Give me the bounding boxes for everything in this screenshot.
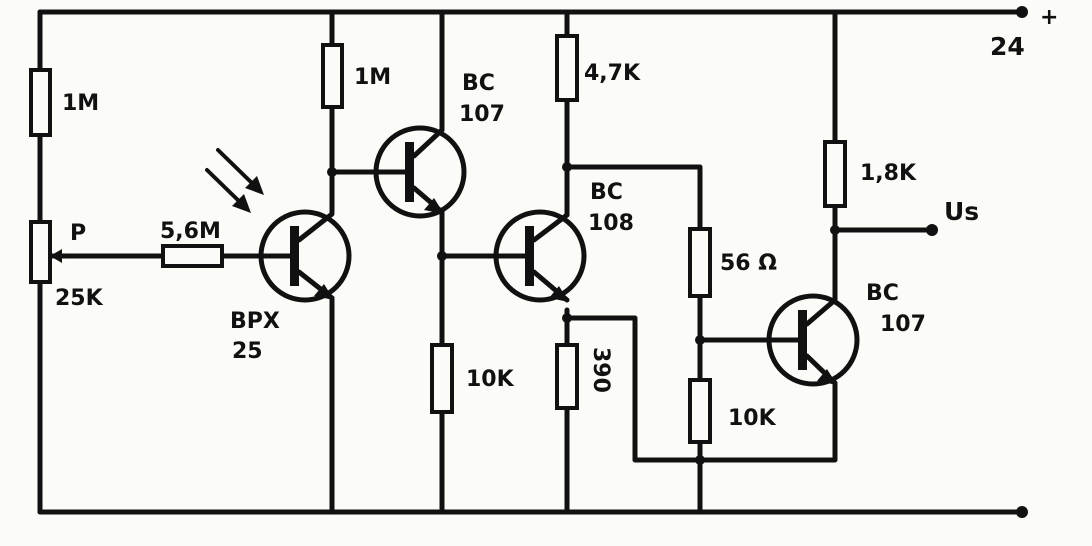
resistor-icon bbox=[29, 68, 52, 137]
labels: + 24 1M P 25K 5,6M BPX 25 1M BC 107 4,7K… bbox=[55, 5, 1058, 431]
resistor-icon bbox=[823, 140, 847, 208]
junction-dot bbox=[562, 162, 572, 172]
supply-terminal-icon bbox=[1016, 6, 1028, 18]
q2-number-label: 107 bbox=[459, 102, 505, 127]
transistor-q4-bc107 bbox=[766, 293, 860, 387]
wires bbox=[37, 9, 1025, 515]
r-q3-collector-label: 4,7K bbox=[584, 61, 641, 86]
resistor-icon bbox=[430, 343, 454, 414]
q3-type-label: BC bbox=[590, 180, 623, 205]
q2-type-label: BC bbox=[462, 71, 495, 96]
ground-terminal-icon bbox=[1016, 506, 1028, 518]
junction-dot bbox=[830, 225, 840, 235]
supply-voltage-label: 24 bbox=[990, 32, 1025, 61]
output-label: Us bbox=[944, 197, 979, 226]
q3-number-label: 108 bbox=[588, 211, 634, 236]
resistor-icon bbox=[688, 227, 712, 298]
junctions bbox=[327, 162, 840, 465]
junction-dot bbox=[695, 455, 705, 465]
transistor-q2-bc107 bbox=[373, 125, 467, 219]
resistor-icon bbox=[161, 244, 224, 268]
resistor-icon bbox=[555, 343, 579, 410]
supply-plus-label: + bbox=[1040, 5, 1058, 30]
q4-type-label: BC bbox=[866, 281, 899, 306]
resistor-icon bbox=[321, 43, 344, 109]
light-arrows-icon bbox=[205, 148, 264, 213]
junction-dot bbox=[437, 251, 447, 261]
r-divider-bottom-label: 10K bbox=[728, 406, 777, 431]
r-left-top-label: 1M bbox=[62, 91, 99, 116]
transistor-q3-bc108 bbox=[493, 209, 587, 303]
q4-number-label: 107 bbox=[880, 312, 926, 337]
pot-value-label: 25K bbox=[55, 286, 104, 311]
r-q3-emitter-label: 390 bbox=[588, 347, 613, 393]
output-terminal-icon bbox=[926, 224, 938, 236]
resistor-icon bbox=[555, 34, 579, 102]
r-q4-collector-label: 1,8K bbox=[860, 161, 917, 186]
pot-label: P bbox=[70, 221, 86, 246]
resistor-icon bbox=[688, 378, 712, 444]
bpx-number-label: 25 bbox=[232, 339, 263, 364]
phototransistor-bpx25 bbox=[258, 209, 352, 303]
resistors bbox=[29, 34, 847, 444]
junction-dot bbox=[327, 167, 337, 177]
r-divider-top-label: 56 Ω bbox=[720, 251, 777, 276]
junction-dot bbox=[695, 335, 705, 345]
r-series-base-label: 5,6M bbox=[160, 219, 221, 244]
r-q2-emitter-label: 10K bbox=[466, 367, 515, 392]
junction-dot bbox=[562, 313, 572, 323]
potentiometer-icon bbox=[29, 220, 72, 284]
bpx-type-label: BPX bbox=[230, 309, 280, 334]
r-bpx-collector-label: 1M bbox=[354, 65, 391, 90]
terminals bbox=[926, 6, 1028, 518]
